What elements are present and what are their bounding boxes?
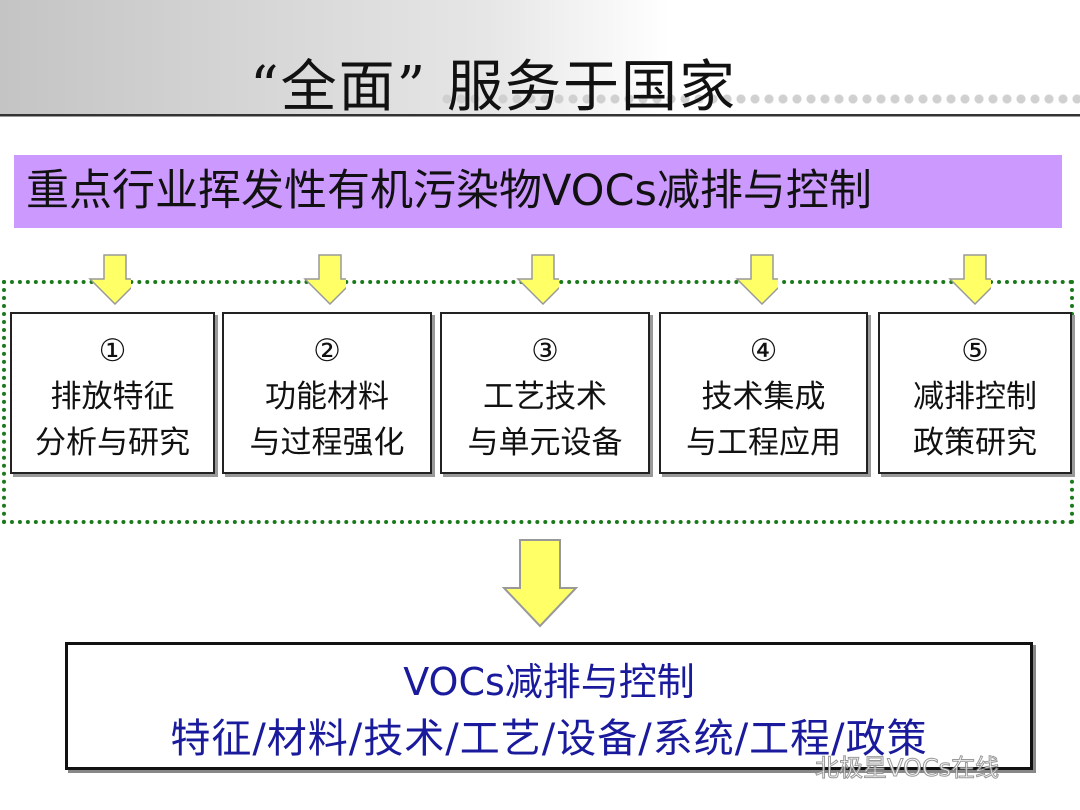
down-arrow-icon (516, 254, 559, 305)
box-line: 与过程强化 (249, 425, 405, 461)
box-line: 分析与研究 (35, 425, 190, 461)
area-box-5: ⑤ 减排控制政策研究 (878, 312, 1072, 474)
summary-keywords: 特征/材料/技术/工艺/设备/系统/工程/政策 (170, 716, 928, 762)
area-box-4: ④ 技术集成与工程应用 (659, 312, 868, 474)
area-box-1: ① 排放特征分析与研究 (10, 312, 215, 474)
box-number: ③ (531, 333, 559, 369)
decorative-dots (440, 92, 1080, 106)
box-number: ⑤ (961, 333, 989, 369)
box-number: ② (313, 333, 341, 369)
slide-header (0, 0, 1080, 115)
slide-title: “全面” 服务于国家 (250, 55, 738, 120)
box-line: 技术集成 (701, 379, 826, 415)
box-line: 政策研究 (913, 425, 1037, 461)
down-arrow-icon (88, 254, 131, 305)
box-number: ① (98, 333, 127, 369)
box-line: 排放特征 (50, 379, 175, 415)
summary-title: VOCs减排与控制 (403, 660, 695, 704)
area-box-3: ③ 工艺技术与单元设备 (440, 312, 650, 474)
down-arrow-icon (303, 254, 346, 305)
down-arrow-icon (735, 254, 778, 305)
box-line: 与工程应用 (686, 425, 841, 461)
area-box-2: ② 功能材料与过程强化 (222, 312, 432, 474)
topic-banner: 重点行业挥发性有机污染物VOCs减排与控制 (14, 155, 1062, 228)
header-divider (0, 114, 1080, 117)
box-line: 减排控制 (913, 379, 1037, 415)
box-number: ④ (749, 333, 778, 369)
summary-box: VOCs减排与控制 特征/材料/技术/工艺/设备/系统/工程/政策 (65, 642, 1033, 770)
down-arrow-icon (948, 254, 991, 305)
box-line: 与单元设备 (467, 425, 623, 461)
watermark: 北极星VOCs在线 (814, 754, 1000, 783)
box-line: 功能材料 (265, 379, 389, 415)
big-down-arrow-icon (501, 539, 579, 628)
box-line: 工艺技术 (483, 379, 607, 415)
